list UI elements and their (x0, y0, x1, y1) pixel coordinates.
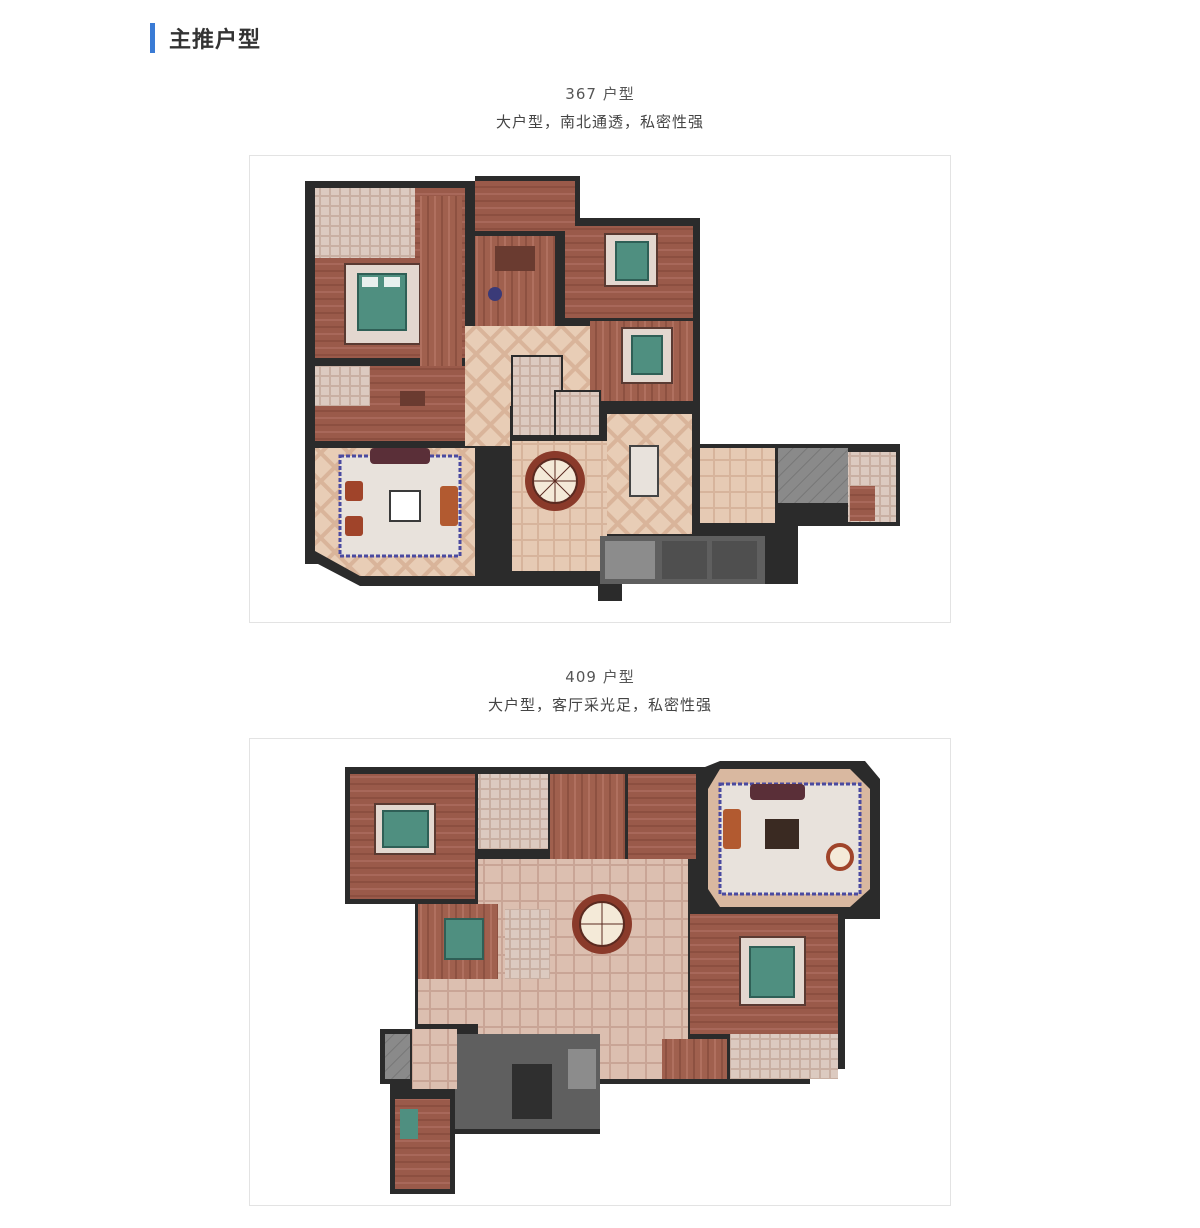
section-header: 主推户型 (150, 22, 261, 54)
section-accent-bar (150, 23, 155, 53)
section-title: 主推户型 (169, 28, 262, 53)
floor-plan-367-image (249, 155, 951, 623)
floor-plan-409-drawing (345, 761, 880, 1194)
plan-caption-409: 409 户型 大户型，客厅采光足，私密性强 (0, 666, 1200, 716)
floor-plan-367-drawing (305, 176, 900, 601)
plan-name: 367 户型 (565, 85, 635, 103)
floor-plan-409-image (249, 738, 951, 1206)
plan-description: 大户型，南北通透，私密性强 (495, 113, 704, 131)
plan-caption-367: 367 户型 大户型，南北通透，私密性强 (0, 83, 1200, 133)
plan-name: 409 户型 (565, 668, 635, 686)
plan-description: 大户型，客厅采光足，私密性强 (487, 696, 712, 714)
